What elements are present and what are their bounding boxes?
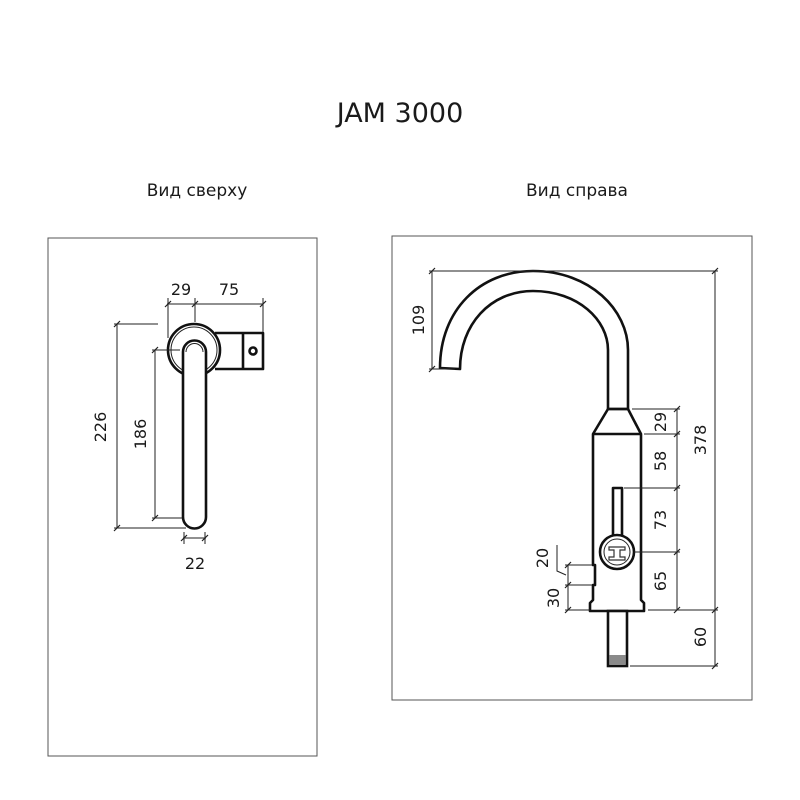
inlet-pipe [606, 609, 629, 668]
dim-20-30: 20 30 [533, 545, 592, 614]
dim-label-29: 29 [171, 280, 191, 299]
spout-top-inner [185, 343, 204, 353]
dim-label-29-side: 29 [651, 412, 670, 432]
dim-186: 186 [131, 346, 182, 522]
lever-hole [248, 346, 258, 356]
logo-badge [598, 533, 636, 571]
dim-label-30: 30 [544, 588, 563, 608]
faucet-body [588, 407, 646, 613]
dim-label-378: 378 [691, 425, 710, 456]
lever-housing [215, 331, 265, 371]
side-view: Вид справа 109 [391, 181, 753, 701]
dim-label-60: 60 [691, 627, 710, 647]
top-view-faucet [166, 322, 265, 530]
dim-label-75: 75 [219, 280, 239, 299]
dim-label-58: 58 [651, 451, 670, 471]
dim-29-75: 29 75 [164, 280, 267, 338]
dim-label-73: 73 [651, 510, 670, 530]
dim-chain-body: 29 58 73 65 [624, 405, 718, 614]
dim-378-60: 378 60 [630, 267, 719, 670]
top-view-frame [47, 237, 318, 757]
side-view-label: Вид справа [526, 181, 628, 201]
dim-label-22: 22 [185, 554, 205, 573]
dim-22: 22 [180, 532, 209, 573]
dim-label-109: 109 [409, 305, 428, 336]
dim-label-186: 186 [131, 419, 150, 450]
dim-226: 226 [91, 320, 186, 532]
side-view-faucet [438, 269, 646, 668]
logo-icon [608, 546, 626, 561]
spout [438, 269, 630, 411]
drawing-title: JAM 3000 [335, 98, 464, 129]
side-view-frame [391, 235, 753, 701]
dim-label-20: 20 [533, 548, 552, 568]
top-view-label: Вид сверху [147, 181, 248, 201]
dim-109: 109 [409, 267, 718, 373]
logo-ring [603, 538, 631, 566]
spout-top [181, 339, 208, 530]
pipe-thread [609, 655, 626, 665]
lever-slot [611, 486, 624, 538]
dim-label-226: 226 [91, 412, 110, 443]
dim-label-65: 65 [651, 571, 670, 591]
top-view: Вид сверху 29 75 [47, 181, 318, 757]
